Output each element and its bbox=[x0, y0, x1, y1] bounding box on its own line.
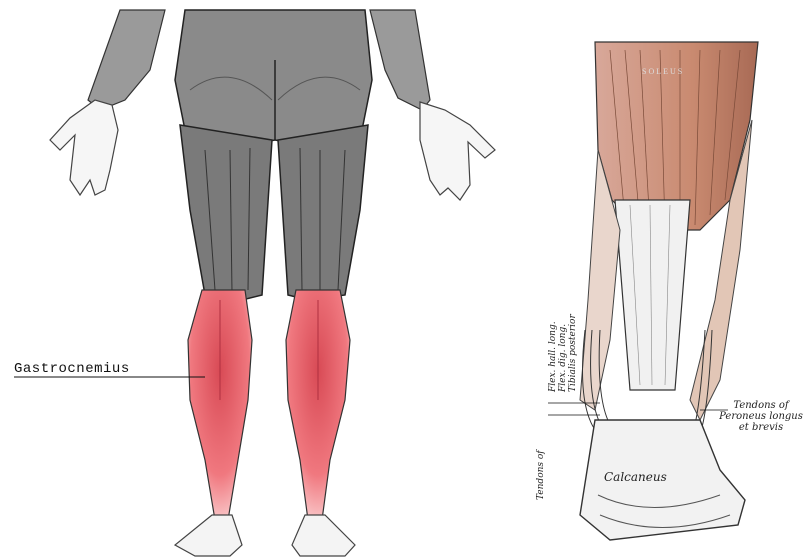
soleus-label: SOLEUS bbox=[642, 67, 684, 76]
calcaneus-label: Calcaneus bbox=[604, 470, 667, 484]
posterior-legs-figure bbox=[14, 10, 495, 556]
tibialis-label: Tibialis posterior bbox=[568, 314, 578, 392]
left-hand bbox=[50, 100, 118, 195]
peroneus-tendons-label: Tendons of Peroneus longus et brevis bbox=[716, 400, 806, 433]
left-foot bbox=[175, 515, 242, 556]
gastrocnemius-label: Gastrocnemius bbox=[14, 361, 130, 377]
left-thigh bbox=[180, 125, 272, 300]
flex-hall-label: Flex. hall. long. bbox=[548, 321, 558, 392]
right-thigh bbox=[278, 125, 368, 300]
achilles-tendon-figure bbox=[548, 42, 758, 540]
left-arm bbox=[88, 10, 165, 110]
flex-dig-label: Flex. dig. long. bbox=[558, 324, 568, 392]
right-hand bbox=[420, 102, 495, 200]
tendons-of-label: Tendons of bbox=[536, 450, 546, 500]
right-arm bbox=[370, 10, 430, 110]
achilles-tendon bbox=[615, 200, 690, 390]
right-foot bbox=[292, 515, 355, 556]
